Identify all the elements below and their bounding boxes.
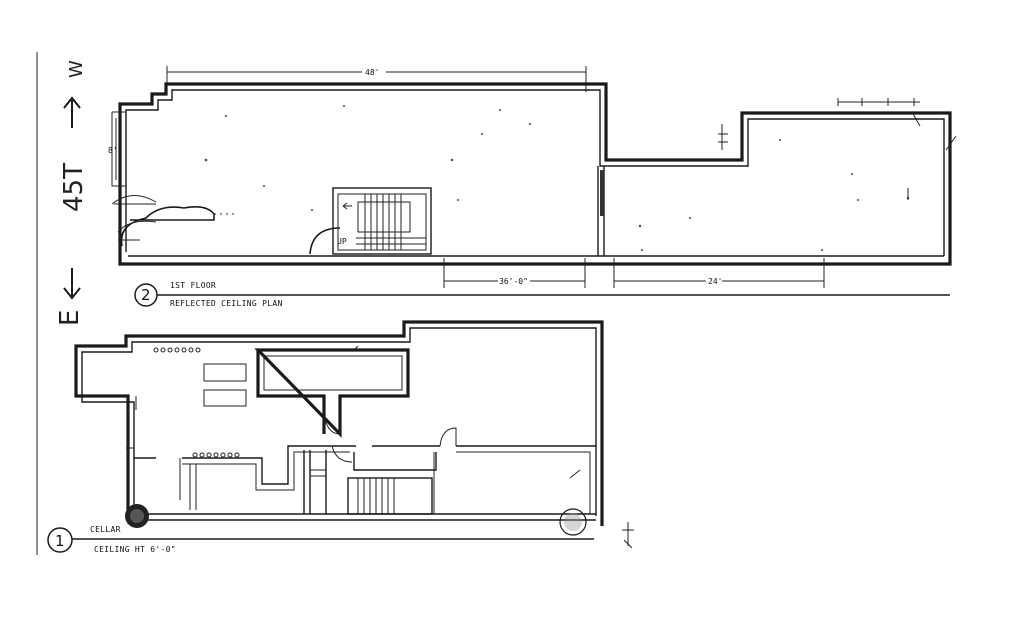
cellar-fixture-2: [203, 389, 247, 407]
cellar-inner-wall: [81, 327, 597, 516]
cellar-equipment-row-top: [153, 347, 201, 353]
stair-door-swing: [309, 227, 341, 255]
first-floor-inner-wall: [125, 89, 945, 256]
plan-2-number: 2: [141, 286, 151, 304]
east-label: E: [55, 310, 85, 326]
dim-overall-text: 48': [365, 68, 379, 77]
partition-post: [600, 170, 604, 216]
display-window-curve: [120, 206, 215, 247]
cellar-equipment-row-mid: [192, 452, 240, 458]
cellar-fixture-1: [203, 363, 247, 382]
ceiling-fixture-marks: [204, 105, 910, 251]
plan-1-title: 1 CELLAR CEILING HT 6'-0": [47, 525, 594, 554]
dim-side-text: 8': [108, 146, 118, 155]
street-label: 45T: [59, 163, 89, 212]
cellar-stair-door-swing: [331, 445, 353, 463]
cellar-door-swing: [439, 427, 457, 447]
dimension-overall: 48': [166, 66, 587, 92]
stair: UP: [309, 187, 432, 255]
plan-1-title-line1: CELLAR: [90, 525, 121, 534]
dim-left-text: 36'-0": [499, 277, 528, 286]
plan-2-title-line1: 1ST FLOOR: [170, 281, 216, 290]
plan-2-first-floor: 48' 8': [108, 66, 957, 308]
cellar-column-right: [559, 508, 587, 536]
dim-right-text: 24': [708, 277, 722, 286]
arrow-east-icon: [63, 268, 81, 300]
section-marker: [622, 522, 634, 549]
plan-2-title-line2: REFLECTED CEILING PLAN: [170, 299, 283, 308]
plan-1-number: 1: [55, 532, 65, 550]
storage-door-swing: [323, 411, 341, 435]
plan-1-number-circle: [47, 527, 73, 553]
cellar-stair: [303, 427, 457, 515]
plan-1-cellar: 1 CELLAR CEILING HT 6'-0": [47, 320, 634, 554]
west-label: W: [66, 60, 87, 78]
dimension-bottom: 36'-0" 24': [443, 258, 825, 288]
plan-1-title-line2: CEILING HT 6'-0": [94, 545, 176, 554]
orientation-annotation: E 45T W: [55, 60, 89, 326]
stair-up-text: UP: [337, 237, 347, 246]
entry-door-swing: [111, 195, 157, 205]
cellar-outer-wall: [74, 320, 604, 526]
plan-2-title: 2 1ST FLOOR REFLECTED CEILING PLAN: [134, 281, 950, 308]
first-floor-outer-wall: [118, 82, 952, 266]
arrow-west-icon: [63, 96, 81, 128]
